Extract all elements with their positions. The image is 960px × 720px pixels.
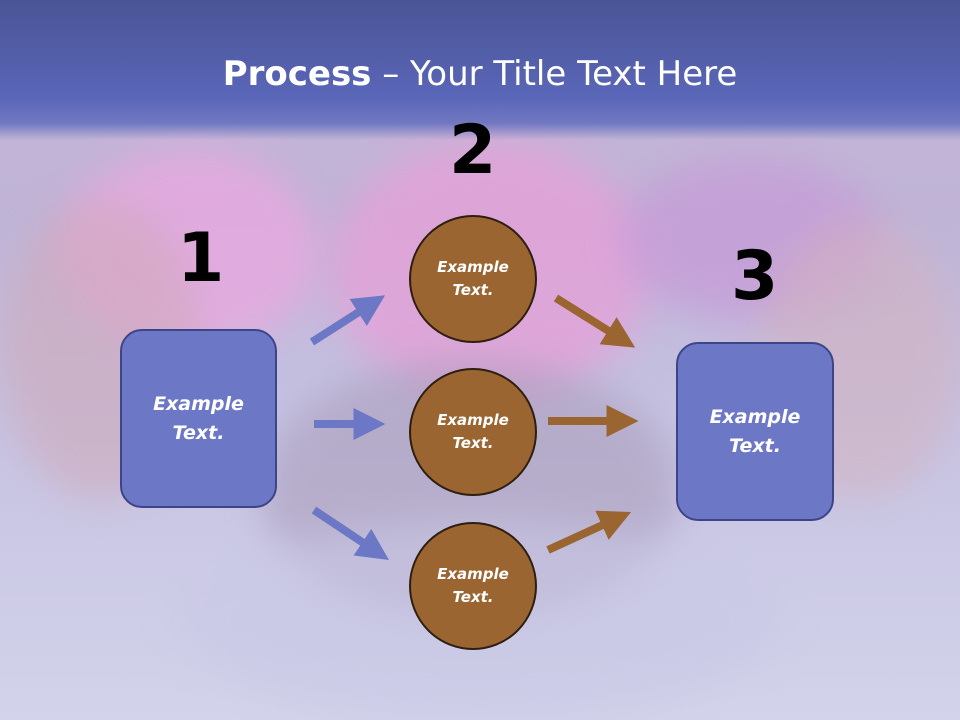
step-1-text: Example Text. <box>153 392 244 444</box>
step-3-text: Example Text. <box>709 405 801 457</box>
step-2-circle-top: Example Text. <box>409 215 537 343</box>
arrow-2c-to-3 <box>546 510 632 554</box>
step-3-box: Example Text. <box>676 342 834 521</box>
step-1-box: Example Text. <box>120 329 277 508</box>
circle-bottom-text: Example Text. <box>437 565 509 606</box>
title-band <box>0 0 960 140</box>
circle-middle-text: Example Text. <box>437 411 509 452</box>
title-rest: – Your Title Text Here <box>371 54 738 94</box>
title-bold: Process <box>222 54 372 94</box>
arrow-1-to-2a <box>309 295 386 346</box>
arrow-1-to-2c <box>311 506 389 560</box>
circle-top-text: Example Text. <box>437 258 509 299</box>
slide-title: Process – Your Title Text Here <box>0 54 960 94</box>
step-number-3: 3 <box>731 237 779 316</box>
step-number-2: 2 <box>449 111 497 190</box>
arrow-2a-to-3 <box>553 294 636 348</box>
step-2-circle-bottom: Example Text. <box>409 522 537 650</box>
step-number-1: 1 <box>177 219 225 298</box>
step-2-circle-middle: Example Text. <box>409 368 537 496</box>
